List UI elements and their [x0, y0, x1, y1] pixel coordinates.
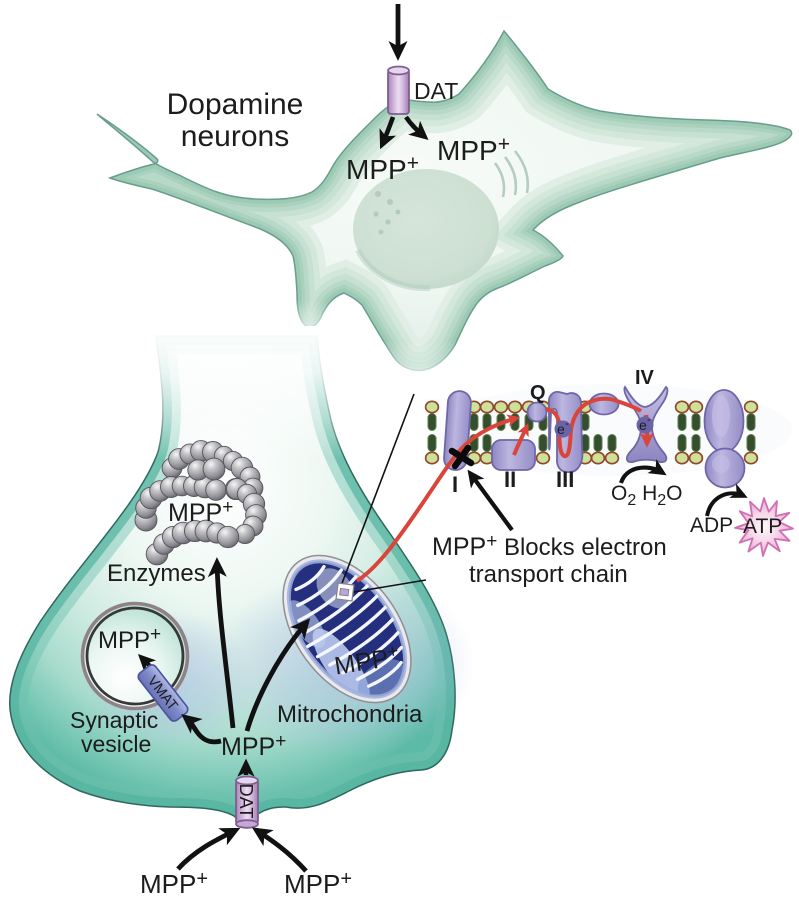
svg-text:IV: IV [635, 367, 655, 389]
svg-text:Mitrochondria: Mitrochondria [277, 701, 423, 728]
svg-text:II: II [504, 467, 516, 492]
svg-text:ADP: ADP [690, 514, 733, 537]
svg-text:III: III [556, 467, 574, 492]
svg-text:MPP+: MPP+ [140, 868, 208, 899]
svg-text:MPP+: MPP+ [221, 731, 286, 761]
svg-text:Enzymes: Enzymes [107, 560, 206, 587]
svg-text:Dopamine: Dopamine [167, 88, 304, 121]
svg-text:DAT: DAT [414, 78, 458, 104]
svg-text:neurons: neurons [181, 120, 289, 153]
svg-text:-: - [647, 412, 651, 426]
svg-text:vesicle: vesicle [81, 731, 151, 757]
svg-text:e: e [639, 417, 647, 433]
svg-text:e: e [557, 421, 565, 437]
svg-text:ATP: ATP [743, 515, 782, 538]
svg-text:DAT: DAT [236, 784, 256, 819]
svg-text:Q: Q [530, 382, 546, 404]
svg-text:Synaptic: Synaptic [70, 707, 158, 733]
svg-text:MPP+: MPP+ [284, 868, 352, 899]
svg-text:transport chain: transport chain [469, 561, 628, 588]
svg-text:O2 H2O: O2 H2O [611, 482, 683, 509]
svg-text:-: - [565, 416, 569, 430]
svg-text:I: I [452, 472, 458, 497]
svg-text:MPP+ Blocks electron: MPP+ Blocks electron [432, 531, 667, 561]
